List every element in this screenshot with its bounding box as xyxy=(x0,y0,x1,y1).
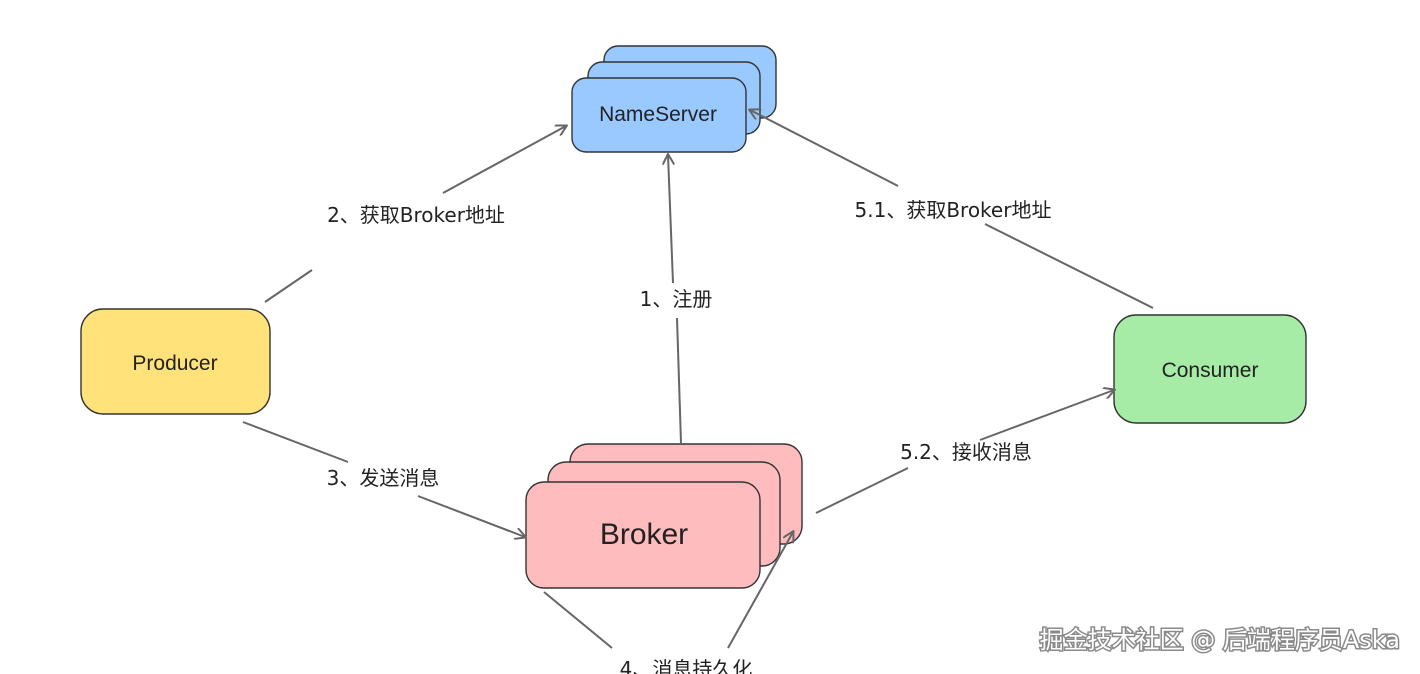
producer-box xyxy=(80,308,271,415)
consumer-node: Consumer xyxy=(1113,314,1307,424)
edge-line xyxy=(676,317,682,444)
nameserver-node: NameServer xyxy=(571,45,777,153)
edge-label: 5.2、接收消息 xyxy=(900,440,1032,464)
edge-line xyxy=(668,155,673,284)
edge-line xyxy=(984,223,1154,309)
nameserver-label: NameServer xyxy=(599,103,717,126)
edge-label: 1、注册 xyxy=(640,287,713,311)
consumer-label: Consumer xyxy=(1162,359,1259,382)
producer-label: Producer xyxy=(132,352,217,375)
edge-line xyxy=(979,390,1114,441)
edge-line xyxy=(417,495,525,537)
edge-line xyxy=(727,532,793,649)
broker-node: Broker xyxy=(525,443,803,589)
producer-node: Producer xyxy=(80,308,271,415)
edge-label: 2、获取Broker地址 xyxy=(327,203,505,227)
edge-line xyxy=(543,591,613,649)
broker-label: Broker xyxy=(600,518,688,551)
edge-broker-to-consumer: 5.2、接收消息 xyxy=(815,390,1114,514)
edge-consumer-to-nameserver: 5.1、获取Broker地址 xyxy=(750,110,1154,309)
edge-line xyxy=(750,110,899,187)
edge-broker-persist: 4、消息持久化 xyxy=(543,532,793,674)
edge-line xyxy=(242,421,349,463)
edge-label: 4、消息持久化 xyxy=(620,657,753,674)
watermark-text: 掘金技术社区 @ 后端程序员Aska xyxy=(1040,626,1400,654)
edge-label: 3、发送消息 xyxy=(327,466,440,490)
edge-producer-to-broker: 3、发送消息 xyxy=(242,421,525,537)
edge-broker-to-nameserver: 1、注册 xyxy=(640,155,713,444)
edge-label: 5.1、获取Broker地址 xyxy=(855,198,1052,222)
consumer-box xyxy=(1113,314,1307,424)
edge-line xyxy=(264,269,313,303)
edge-line xyxy=(442,126,566,194)
edge-producer-to-nameserver: 2、获取Broker地址 xyxy=(264,126,566,303)
edge-line xyxy=(815,467,909,514)
nameserver-card-front xyxy=(571,77,747,153)
